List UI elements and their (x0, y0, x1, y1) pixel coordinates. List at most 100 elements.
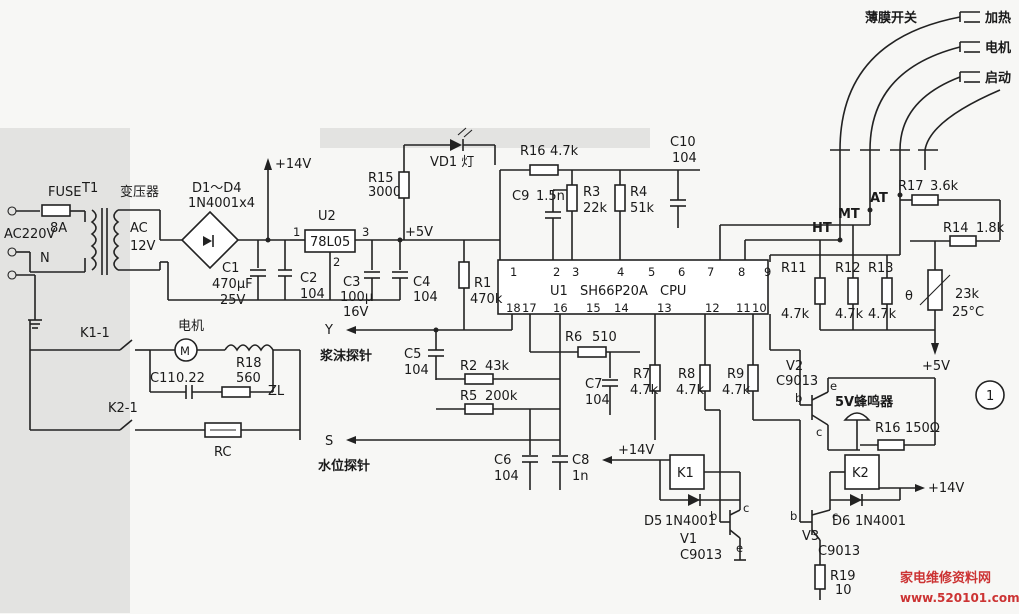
c8-value: 1n (572, 469, 589, 484)
u1-value: SH66P20A (580, 284, 648, 299)
r9-value: 4.7k (722, 383, 751, 398)
watermark-text: 家电维修资料网 (900, 570, 991, 586)
pin-top: 4 (617, 265, 624, 279)
plus5-right-label: +5V (922, 359, 950, 374)
c10-value: 104 (672, 151, 697, 166)
r3-resistor (566, 184, 578, 212)
theta-label: θ (905, 289, 913, 304)
pin-bottom: 18 (506, 301, 521, 315)
r14-label: R14 (943, 221, 969, 236)
c9-label: C9 (512, 189, 529, 204)
s-probe-arrow (346, 436, 356, 444)
c6-value: 104 (494, 469, 519, 484)
r16-value: 4.7k (550, 144, 579, 159)
r2-resistor (464, 373, 494, 385)
c2-label: C2 (300, 271, 317, 286)
r3-value: 22k (583, 201, 608, 216)
r19-resistor (814, 564, 826, 590)
r5-value: 200k (485, 389, 518, 404)
membrane-label: 薄膜开关 (865, 10, 917, 26)
pin-top: 1 (510, 265, 517, 279)
c7-value: 104 (585, 393, 610, 408)
fuse-label: FUSE (48, 185, 81, 200)
c9-value: 1.5n (536, 189, 565, 204)
pin-top: 2 (553, 265, 560, 279)
r13-resistor (881, 277, 893, 305)
plus5-mid-label: +5V (405, 225, 433, 240)
y-label: Y (324, 323, 333, 338)
u1-cpu-label: CPU (660, 284, 686, 299)
k1-relay (669, 454, 705, 490)
r3-label: R3 (583, 185, 600, 200)
pin-bottom: 17 (522, 301, 537, 315)
r4-resistor (614, 184, 626, 212)
d1d4-value: 1N4001x4 (188, 196, 255, 211)
r6-value: 510 (592, 330, 617, 345)
r2-label: R2 (460, 359, 477, 374)
v1-label: V1 (680, 532, 697, 547)
fuse-value: 8A (50, 221, 67, 236)
k11-label: K1-1 (80, 326, 110, 341)
rc-label: RC (214, 445, 231, 460)
k1-label: K1 (677, 466, 694, 481)
r11-value: 4.7k (781, 307, 810, 322)
fuse-symbol (41, 204, 71, 217)
y-probe-arrow (346, 326, 356, 334)
r8-value: 4.7k (676, 383, 705, 398)
v1-base-label: b (710, 509, 717, 523)
r13-label: R13 (868, 261, 894, 276)
plus14-k1-arrow (602, 456, 612, 464)
u2-label: U2 (318, 209, 336, 224)
pin-top: 7 (707, 265, 714, 279)
k21-label: K2-1 (108, 401, 138, 416)
c6-label: C6 (494, 453, 511, 468)
r16-label: R16 (520, 144, 546, 159)
r15-resistor (398, 171, 410, 199)
r1-resistor (458, 261, 470, 289)
u1-cpu (497, 259, 769, 315)
v2-value: C9013 (776, 374, 818, 389)
r5-resistor (464, 403, 494, 415)
background-text-top (320, 128, 650, 148)
c1-label: C1 (222, 261, 239, 276)
at-label: AT (870, 191, 888, 206)
membrane-switch-heat[interactable] (959, 11, 980, 23)
r5-label: R5 (460, 389, 477, 404)
r2-value: 43k (485, 359, 510, 374)
pin-top: 3 (572, 265, 579, 279)
heat-label: 加热 (984, 10, 1011, 26)
r17-resistor (911, 194, 939, 206)
motor-switch-label: 电机 (985, 40, 1011, 56)
r16b-resistor (877, 439, 905, 451)
r9-label: R9 (727, 367, 744, 382)
buzzer-symbol (843, 412, 871, 421)
r15-label: R15 (368, 171, 394, 186)
d5-label: D5 (644, 514, 662, 529)
u2-pin1: 1 (293, 225, 300, 239)
u1-top-pin-labels: 1 2 3 4 5 6 7 8 9 (510, 265, 771, 279)
foam-probe-label: 浆沫探针 (319, 348, 372, 364)
r17-label: R17 (898, 179, 924, 194)
ntc-temp: 25°C (952, 305, 984, 320)
r6-label: R6 (565, 330, 582, 345)
v2-emitter-label: e (830, 379, 837, 393)
d5-value: 1N4001 (665, 514, 716, 529)
d5-diode (688, 494, 700, 506)
r18-label: R18 (236, 356, 262, 371)
v2-label: V2 (786, 359, 803, 374)
r8-label: R8 (678, 367, 695, 382)
r14-value: 1.8k (976, 221, 1005, 236)
plus14-k2-arrow (915, 484, 925, 492)
water-probe-label: 水位探针 (318, 458, 370, 474)
bridge-diode-symbol (203, 236, 212, 246)
start-switch-label: 启动 (985, 70, 1011, 86)
buzzer-label: 5V蜂鸣器 (835, 394, 894, 410)
c3-value: 100μ (340, 290, 373, 305)
membrane-switch-start[interactable] (959, 71, 980, 83)
pin-bottom: 15 (586, 301, 601, 315)
motor-coil-zl (224, 344, 274, 352)
ntc-value: 23k (955, 287, 980, 302)
membrane-switch-motor[interactable] (959, 41, 980, 53)
pin-top: 5 (648, 265, 655, 279)
r1-label: R1 (474, 276, 491, 291)
